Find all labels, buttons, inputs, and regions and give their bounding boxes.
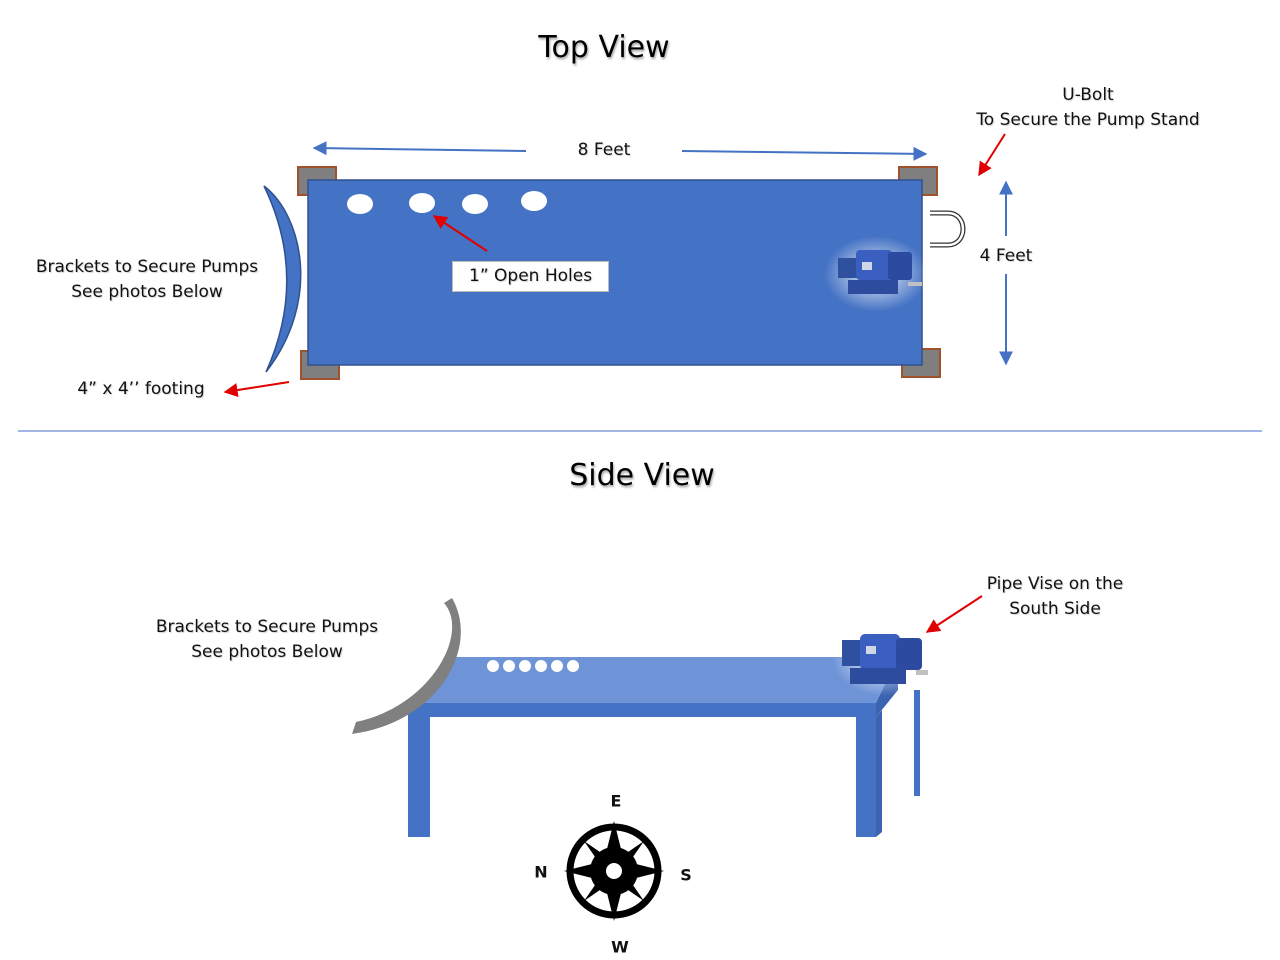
side-brackets-label: Brackets to Secure Pumps See photos Belo… bbox=[146, 615, 388, 665]
open-holes-top bbox=[347, 191, 547, 214]
ubolt-label: U-Bolt To Secure the Pump Stand bbox=[970, 83, 1206, 133]
ubolt-label-line-2: To Secure the Pump Stand bbox=[976, 110, 1200, 130]
pipe-vise-top-icon bbox=[824, 236, 928, 312]
hole bbox=[409, 193, 435, 213]
pump-bracket-side bbox=[352, 598, 461, 734]
compass-rose-icon bbox=[564, 821, 664, 921]
width-label: 4 Feet bbox=[979, 246, 1033, 266]
hole bbox=[521, 191, 547, 211]
pump-bracket-top bbox=[263, 185, 302, 373]
top-brackets-label: Brackets to Secure Pumps See photos Belo… bbox=[26, 255, 268, 305]
ubolt-label-line-1: U-Bolt bbox=[1062, 85, 1114, 105]
side-brackets-label-line-2: See photos Below bbox=[191, 642, 343, 662]
table-side-view bbox=[408, 657, 920, 837]
vise-label-line-1: Pipe Vise on the bbox=[986, 574, 1124, 594]
compass-label-left: N bbox=[534, 862, 548, 882]
pipe-vise-side-icon bbox=[832, 620, 936, 696]
vise-label: Pipe Vise on the South Side bbox=[972, 572, 1138, 622]
holes-pointer-arrow bbox=[432, 215, 488, 252]
length-label: 8 Feet bbox=[577, 140, 631, 160]
compass-label-right: S bbox=[680, 865, 692, 885]
top-brackets-label-line-2: See photos Below bbox=[71, 282, 223, 302]
holes-label: 1” Open Holes bbox=[452, 261, 610, 292]
footing-label: 4” x 4’’ footing bbox=[77, 379, 205, 399]
ubolt-pointer-arrow bbox=[978, 133, 1006, 177]
hole bbox=[462, 194, 488, 214]
footing-pointer-arrow bbox=[223, 381, 290, 397]
vise-pointer-arrow bbox=[925, 595, 983, 633]
vise-label-line-2: South Side bbox=[1009, 599, 1101, 619]
top-view-title: Top View bbox=[538, 30, 670, 65]
side-brackets-label-line-1: Brackets to Secure Pumps bbox=[155, 617, 379, 637]
compass-label-bottom: W bbox=[611, 937, 629, 957]
hole bbox=[347, 194, 373, 214]
table-top-view bbox=[307, 179, 923, 366]
side-view-title: Side View bbox=[569, 458, 715, 493]
open-holes-side bbox=[487, 660, 579, 672]
compass-label-top: E bbox=[610, 791, 622, 811]
length-arrow-left bbox=[312, 141, 527, 156]
top-brackets-label-line-1: Brackets to Secure Pumps bbox=[35, 257, 259, 277]
length-arrow-right bbox=[681, 146, 928, 161]
